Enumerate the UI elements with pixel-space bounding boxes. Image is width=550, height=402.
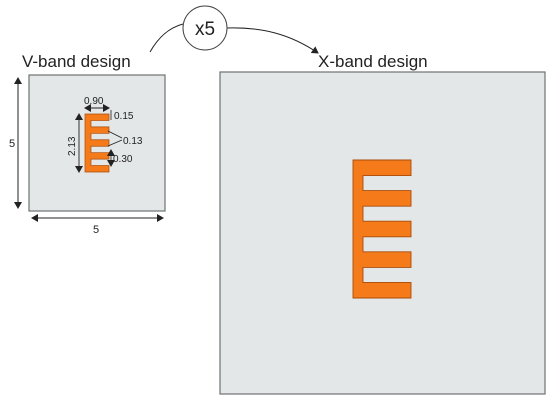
dim-0-13-leader-a	[107, 130, 123, 139]
scale-badge	[182, 5, 228, 51]
dim-0-13-label: 0.13	[123, 136, 143, 147]
dim-0-30-label: 0.30	[113, 154, 133, 165]
v-band-title: V-band design	[22, 52, 131, 71]
scale-arrow-right	[226, 27, 319, 54]
x-band-resonator	[352, 159, 412, 299]
scale-badge-label: x5	[195, 19, 215, 40]
v-band-resonator	[84, 113, 110, 173]
v-band-width-label: 5	[93, 224, 99, 236]
v-band-height-label: 5	[9, 138, 15, 150]
dim-2-13-label: 2.13	[67, 136, 78, 156]
dim-0-90-label: 0.90	[84, 96, 104, 107]
scale-arrow-left	[149, 23, 184, 53]
x-band-title: X-band design	[318, 52, 428, 71]
dim-0-13-leader-b	[107, 139, 123, 147]
dim-0-15-label: 0.15	[114, 111, 134, 122]
